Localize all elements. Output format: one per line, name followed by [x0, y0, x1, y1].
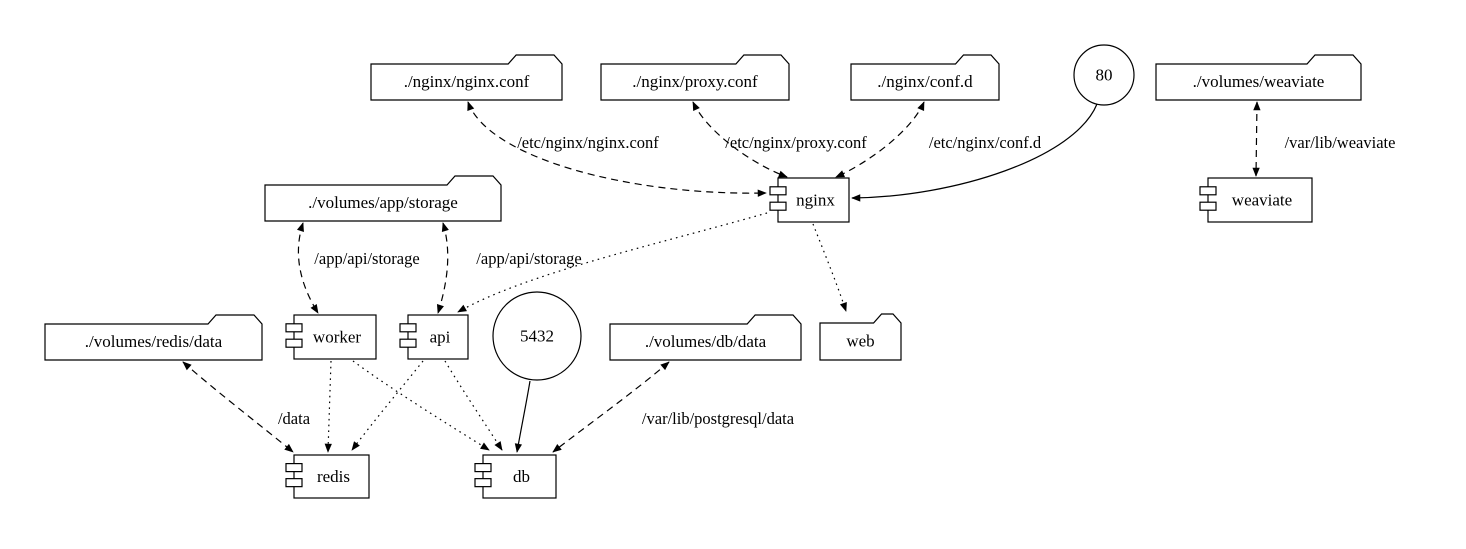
component-box — [777, 177, 850, 223]
node-label: web — [846, 332, 874, 351]
edge-label-volume-nginx-conf--service-nginx: /etc/nginx/nginx.conf — [517, 133, 659, 152]
component-tab-icon — [769, 201, 787, 211]
component-tab-icon — [285, 338, 303, 348]
edge-label-volume-app-storage--service-worker: /app/api/storage — [314, 249, 419, 268]
component-box — [407, 314, 469, 360]
folder-icon — [819, 313, 902, 361]
edge-volume-weaviate--service-weaviate — [1252, 101, 1261, 177]
node-service-worker: worker — [285, 314, 377, 360]
nodes-layer: ./nginx/nginx.conf ./nginx/proxy.conf ./ng… — [44, 44, 1362, 499]
edge-label-volume-proxy-conf--service-nginx: /etc/nginx/proxy.conf — [725, 133, 867, 152]
node-label: nginx — [796, 191, 835, 210]
node-volume-nginx-conf: ./nginx/nginx.conf — [370, 54, 563, 101]
edges-layer — [182, 101, 1261, 453]
component-tab-icon — [399, 338, 417, 348]
edge-service-nginx--service-api — [457, 212, 768, 313]
node-label: ./volumes/db/data — [645, 332, 767, 351]
folder-icon — [850, 54, 1000, 101]
edge-label-volume-app-storage--service-api: /app/api/storage — [476, 249, 581, 268]
node-service-api: api — [399, 314, 469, 360]
node-service-db: db — [474, 454, 557, 499]
folder-icon — [264, 175, 502, 222]
component-box — [482, 454, 557, 499]
node-label: ./nginx/nginx.conf — [404, 72, 530, 91]
node-label: db — [513, 467, 530, 486]
node-service-weaviate: weaviate — [1199, 177, 1313, 223]
edge-labels-layer: /etc/nginx/nginx.conf/etc/nginx/proxy.co… — [278, 133, 1395, 428]
edge-label-volume-weaviate--service-weaviate: /var/lib/weaviate — [1285, 133, 1396, 152]
node-volume-web: web — [819, 313, 902, 361]
component-box — [293, 454, 370, 499]
node-label: worker — [313, 328, 361, 347]
edge-service-nginx--volume-web — [812, 223, 847, 312]
node-volume-conf-d: ./nginx/conf.d — [850, 54, 1000, 101]
edge-service-api--service-db — [444, 360, 503, 451]
node-service-redis: redis — [285, 454, 370, 499]
node-volume-weaviate: ./volumes/weaviate — [1155, 54, 1362, 101]
edge-service-worker--service-db — [352, 360, 490, 451]
component-tab-icon — [399, 323, 417, 333]
edge-port-5432--service-db — [514, 380, 531, 453]
edge-volume-proxy-conf--service-nginx — [692, 101, 788, 178]
port-circle — [1073, 44, 1135, 106]
edge-label-volume-db-data--service-db: /var/lib/postgresql/data — [642, 409, 795, 428]
edge-volume-app-storage--service-api — [436, 222, 449, 314]
edge-label-volume-redis-data--service-redis: /data — [278, 409, 311, 428]
node-label: ./nginx/conf.d — [877, 72, 973, 91]
edge-port-80--service-nginx — [851, 103, 1098, 202]
node-port-5432: 5432 — [492, 291, 582, 381]
component-tab-icon — [285, 323, 303, 333]
component-tab-icon — [1199, 186, 1217, 196]
folder-icon — [1155, 54, 1362, 101]
node-label: api — [430, 328, 451, 347]
folder-icon — [609, 314, 802, 361]
edge-volume-nginx-conf--service-nginx — [467, 101, 767, 197]
node-volume-db-data: ./volumes/db/data — [609, 314, 802, 361]
node-volume-proxy-conf: ./nginx/proxy.conf — [600, 54, 790, 101]
edge-volume-redis-data--service-redis — [182, 361, 294, 453]
component-tab-icon — [285, 478, 303, 488]
edge-volume-db-data--service-db — [552, 361, 670, 453]
edge-service-worker--service-redis — [324, 360, 332, 453]
node-label: ./volumes/app/storage — [308, 193, 458, 212]
component-box — [293, 314, 377, 360]
component-tab-icon — [1199, 201, 1217, 211]
node-label: redis — [317, 467, 350, 486]
node-volume-redis-data: ./volumes/redis/data — [44, 314, 263, 361]
folder-icon — [44, 314, 263, 361]
node-label: weaviate — [1232, 191, 1292, 210]
node-label: 5432 — [520, 327, 554, 346]
edge-volume-app-storage--service-worker — [296, 222, 319, 314]
node-label: ./volumes/weaviate — [1193, 72, 1325, 91]
node-label: ./volumes/redis/data — [85, 332, 223, 351]
component-box — [1207, 177, 1313, 223]
component-tab-icon — [474, 463, 492, 473]
folder-icon — [600, 54, 790, 101]
node-service-nginx: nginx — [769, 177, 850, 223]
component-tab-icon — [769, 186, 787, 196]
component-tab-icon — [474, 478, 492, 488]
node-label: 80 — [1096, 66, 1113, 85]
edge-label-volume-conf-d--service-nginx: /etc/nginx/conf.d — [929, 133, 1042, 152]
edge-service-api--service-redis — [351, 360, 424, 451]
component-tab-icon — [285, 463, 303, 473]
node-label: ./nginx/proxy.conf — [632, 72, 758, 91]
node-volume-app-storage: ./volumes/app/storage — [264, 175, 502, 222]
port-circle — [492, 291, 582, 381]
node-port-80: 80 — [1073, 44, 1135, 106]
folder-icon — [370, 54, 563, 101]
